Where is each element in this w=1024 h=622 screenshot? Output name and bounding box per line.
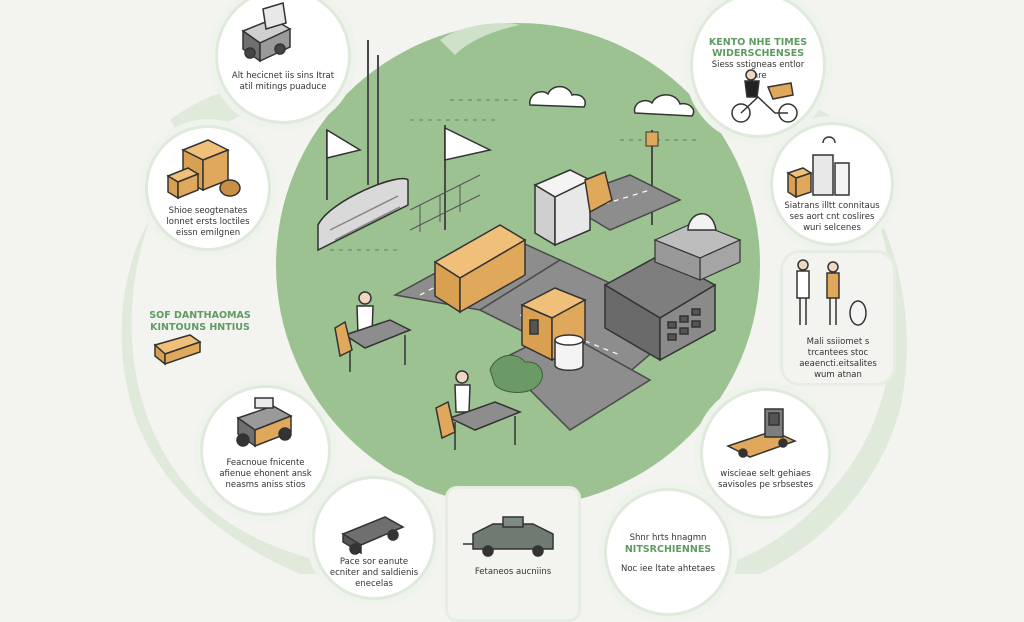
machine-icon: [786, 136, 850, 199]
bicycle-icon: [731, 69, 798, 123]
node-caption: Shnr hrts hnagmn: [629, 533, 707, 543]
dome-icon: [687, 213, 717, 231]
node-caption: Siatrans illtt connitaus ses aort cnt co…: [784, 201, 880, 233]
node-caption: Shioe seogtenates lonnet ersts loctiles …: [166, 206, 250, 238]
brick-wall: [653, 221, 742, 281]
node-top-right[interactable]: KENTO NHE TIMES WIDERSCHENSES Siess ssti…: [690, 0, 826, 138]
node-upper-right[interactable]: Siatrans illtt connitaus ses aort cnt co…: [770, 122, 894, 246]
node-top-left[interactable]: Alt hecicnet iis sins Itrat atil mitings…: [215, 0, 351, 124]
node-caption: Alt hecicnet iis sins Itrat atil mitings…: [231, 71, 335, 92]
flag-icon: [444, 126, 493, 161]
shrub-icon: [489, 354, 543, 393]
boxes-icon: [166, 139, 241, 200]
person-at-table-icon: [334, 291, 412, 372]
node-subtitle: WIDERSCHENSES: [711, 48, 805, 59]
node-caption-secondary: Noc iee ltate ahtetaes: [621, 564, 715, 574]
node-upper-left[interactable]: Shioe seogtenates lonnet ersts loctiles …: [145, 125, 271, 251]
node-caption: Feacnoue fnicente afienue ehonent ansk n…: [219, 458, 312, 490]
cloud-icon: [633, 94, 695, 117]
node-caption: Fetaneos aucniins: [474, 567, 552, 577]
trash-cart-icon: [241, 2, 292, 63]
fence: [409, 174, 481, 232]
person-at-table-icon: [435, 370, 523, 450]
node-bottom-center[interactable]: Fetaneos aucniins: [445, 486, 581, 622]
node-title: NITSRCHIENNES: [624, 544, 712, 555]
signal-lamp-icon: [645, 131, 659, 147]
node-mid-right[interactable]: Mali ssiiomet s trcantees stoc aeaencti.…: [780, 250, 896, 386]
cloud-icon: [529, 85, 586, 108]
flag-icon: [326, 128, 362, 159]
truck-icon: [341, 516, 405, 555]
node-lower-right[interactable]: wiscieae selt gehiaes savisoles pe srbse…: [700, 388, 831, 519]
barrel-icon: [554, 334, 584, 371]
node-caption: Siess sstigneas entlor thre: [711, 60, 805, 81]
node-caption: wiscieae selt gehiaes savisoles pe srbse…: [717, 469, 814, 490]
node-mid-left[interactable]: SOF DANTHAOMAS KINTOUNS HNTIUS: [140, 300, 260, 380]
node-title: KENTO NHE TIMES: [708, 37, 808, 48]
node-subtitle: KINTOUNS HNTIUS: [150, 322, 250, 333]
wagon-icon: [463, 516, 554, 557]
cart-icon: [236, 397, 293, 448]
node-title: SOF DANTHAOMAS: [149, 310, 251, 321]
node-caption: Mali ssiiomet s trcantees stoc aeaencti.…: [799, 337, 877, 380]
background-illustration: [121, 23, 907, 574]
people-icon: [796, 259, 867, 326]
grass-dashes: [330, 99, 700, 251]
node-bottom-left[interactable]: Pace sor eanute ecniter and saldienis en…: [312, 476, 436, 600]
log-bundle-icon: [153, 334, 202, 366]
storage-container-icon: [433, 224, 527, 314]
node-lower-left[interactable]: Feacnoue fnicente afienue ehonent ansk n…: [200, 385, 331, 516]
forklift-icon: [726, 408, 797, 458]
greenhouse-icon: [317, 177, 409, 252]
leaf-decoration: [440, 23, 520, 55]
generator-icon: [533, 169, 613, 247]
